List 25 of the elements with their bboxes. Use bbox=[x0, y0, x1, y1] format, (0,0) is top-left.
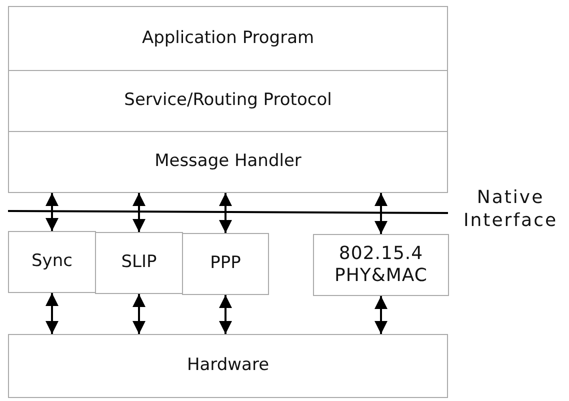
double-arrow bbox=[46, 293, 58, 334]
layer-label: Hardware bbox=[186, 356, 270, 376]
layer-label: SLIP bbox=[121, 253, 157, 273]
layer-label: 802.15.4 PHY&MAC bbox=[333, 243, 429, 287]
double-arrow bbox=[374, 296, 388, 334]
double-arrow bbox=[219, 295, 232, 334]
protocol-box bbox=[313, 234, 449, 296]
layer-box bbox=[8, 334, 448, 398]
layer-label: Service/Routing Protocol bbox=[124, 91, 332, 111]
interface-label: Native Interface bbox=[462, 187, 559, 232]
double-arrow bbox=[46, 193, 58, 231]
double-arrow bbox=[219, 193, 232, 233]
layer-box bbox=[8, 131, 448, 193]
layer-label: Application Program bbox=[142, 28, 314, 48]
double-arrow bbox=[132, 294, 146, 334]
protocol-box bbox=[182, 233, 269, 295]
double-arrow bbox=[132, 193, 146, 232]
protocol-box bbox=[8, 231, 96, 293]
double-arrow bbox=[374, 193, 388, 234]
layer-label: PPP bbox=[210, 254, 241, 274]
layer-box bbox=[8, 6, 448, 71]
layer-box bbox=[8, 70, 448, 132]
layer-label: Message Handler bbox=[154, 152, 302, 172]
protocol-box bbox=[95, 232, 183, 294]
layer-label: Sync bbox=[32, 252, 72, 272]
